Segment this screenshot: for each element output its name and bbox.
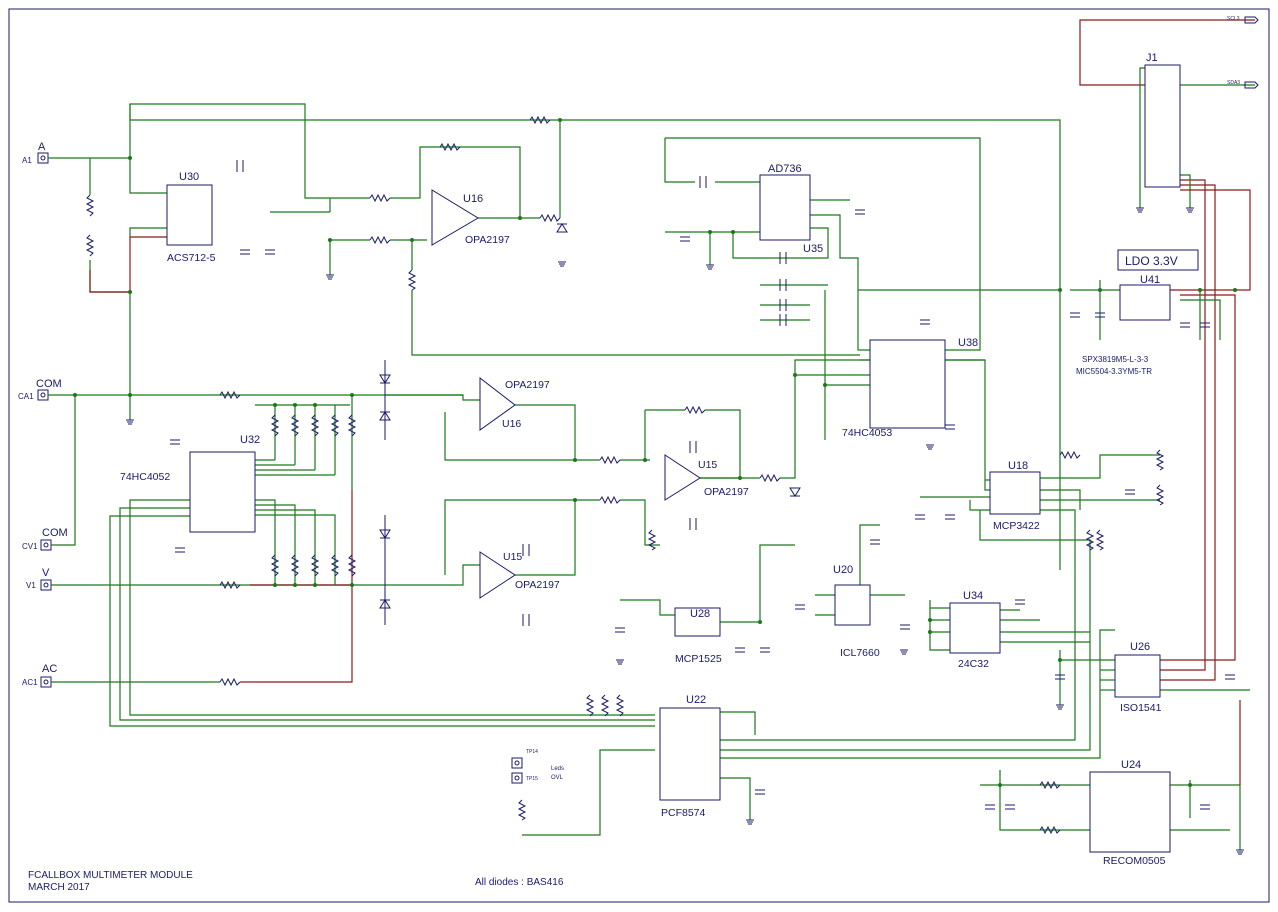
test-points: TP14 TP15 Leds OVL — [511, 749, 564, 784]
junctions — [73, 118, 1237, 787]
connector-v: V V1 — [26, 567, 52, 591]
u41-part2: MIC5504-3.3YM5-TR — [1076, 367, 1152, 376]
u24-value: RECOM0505 — [1103, 855, 1166, 867]
connector-com-2: COM CV1 — [22, 527, 68, 551]
u22-value: PCF8574 — [661, 807, 706, 819]
u22-ref: U22 — [686, 694, 706, 706]
connector-com: COM CA1 — [18, 378, 62, 401]
ic-u16a: U16 OPA2197 — [431, 189, 510, 246]
u15b-value: OPA2197 — [515, 579, 560, 591]
u20-value: ICL7660 — [840, 647, 880, 659]
u18-value: MCP3422 — [993, 520, 1040, 532]
u26-ref: U26 — [1130, 641, 1150, 653]
ic-u34: U34 24C32 — [949, 590, 1001, 670]
ic-u15a: U15 OPA2197 — [664, 454, 749, 501]
j1-ref: J1 — [1146, 52, 1158, 64]
connector-ac-name: AC — [42, 663, 57, 675]
leds-label: Leds — [551, 766, 564, 772]
ic-u32: U32 74HC4052 — [120, 434, 260, 533]
ic-u16b: OPA2197 U16 — [479, 376, 550, 431]
u16-ref: U16 — [463, 193, 483, 205]
title-block: FCALLBOX MULTIMETER MODULE MARCH 2017 Al… — [28, 870, 564, 893]
ic-u18: U18 MCP3422 — [989, 460, 1041, 532]
resistors — [85, 115, 1165, 835]
sheet-border — [8, 8, 1270, 903]
connector-a: A A1 — [22, 141, 49, 165]
diodes — [379, 223, 801, 625]
ic-u35: AD736 U35 — [759, 163, 823, 255]
ic-u28: U28 MCP1525 — [674, 607, 722, 665]
u38-ref: U38 — [958, 337, 978, 349]
ic-u38: U38 74HC4053 — [842, 337, 978, 439]
connector-a-name: A — [38, 141, 46, 153]
u35-ref: U35 — [803, 243, 823, 255]
u32-value: 74HC4052 — [120, 471, 170, 483]
wires — [48, 19, 1255, 850]
tp15-label: TP15 — [526, 776, 538, 782]
net-scl3: SCL3 — [1227, 16, 1240, 22]
diodes-note: All diodes : BAS416 — [475, 877, 564, 888]
connector-ac-net: AC1 — [22, 678, 38, 687]
u16b-value: OPA2197 — [505, 379, 550, 391]
u16-value: OPA2197 — [465, 234, 510, 246]
u15-value: OPA2197 — [704, 486, 749, 498]
u28-value: MCP1525 — [675, 653, 722, 665]
net-sda3: SDA3 — [1227, 80, 1240, 86]
connector-com-name: COM — [36, 378, 62, 390]
ic-u30: U30 ACS712-5 — [166, 171, 216, 264]
u35-value: AD736 — [768, 163, 802, 175]
connector-a-net: A1 — [22, 156, 32, 165]
u32-ref: U32 — [240, 434, 260, 446]
net-flags: SCL3 SDA3 — [1227, 16, 1259, 89]
ic-u20: U20 ICL7660 — [833, 564, 880, 659]
ic-u15b: U15 OPA2197 — [479, 551, 560, 599]
u15b-ref: U15 — [503, 551, 522, 563]
u41-part1: SPX3819M5-L-3-3 — [1082, 355, 1149, 364]
ic-u26: U26 ISO1541 — [1114, 641, 1162, 714]
ic-u24: U24 RECOM0505 — [1089, 759, 1171, 867]
u30-value: ACS712-5 — [167, 252, 216, 264]
u24-ref: U24 — [1121, 759, 1141, 771]
u20-ref: U20 — [833, 564, 853, 576]
u26-value: ISO1541 — [1120, 702, 1162, 714]
connector-j1: J1 — [1144, 52, 1181, 188]
ldo-label: LDO 3.3V — [1125, 254, 1178, 268]
connector-ac: AC AC1 — [22, 663, 57, 688]
u34-value: 24C32 — [958, 658, 989, 670]
u15-ref: U15 — [698, 459, 717, 471]
u34-ref: U34 — [963, 590, 983, 602]
u16b-ref: U16 — [502, 418, 521, 430]
connector-v-net: V1 — [26, 581, 36, 590]
u41-ref: U41 — [1140, 274, 1160, 286]
connector-com2-net: CV1 — [22, 542, 38, 551]
sheet-date: MARCH 2017 — [28, 882, 90, 893]
sheet-title: FCALLBOX MULTIMETER MODULE — [28, 870, 193, 881]
connector-com2-name: COM — [42, 527, 68, 539]
u18-ref: U18 — [1008, 460, 1028, 472]
ic-u41: LDO 3.3V U41 SPX3819M5-L-3-3 MIC5504-3.3… — [1076, 249, 1199, 376]
u28-ref: U28 — [690, 608, 710, 620]
ovl-label: OVL — [551, 775, 564, 781]
tp14-label: TP14 — [526, 749, 538, 755]
connector-v-name: V — [42, 567, 50, 579]
u30-ref: U30 — [179, 171, 199, 183]
u38-value: 74HC4053 — [842, 427, 892, 439]
ground-symbols — [126, 207, 1244, 855]
ic-u22: U22 PCF8574 — [659, 694, 721, 819]
capacitors — [170, 160, 1235, 810]
connector-com-net: CA1 — [18, 392, 34, 401]
